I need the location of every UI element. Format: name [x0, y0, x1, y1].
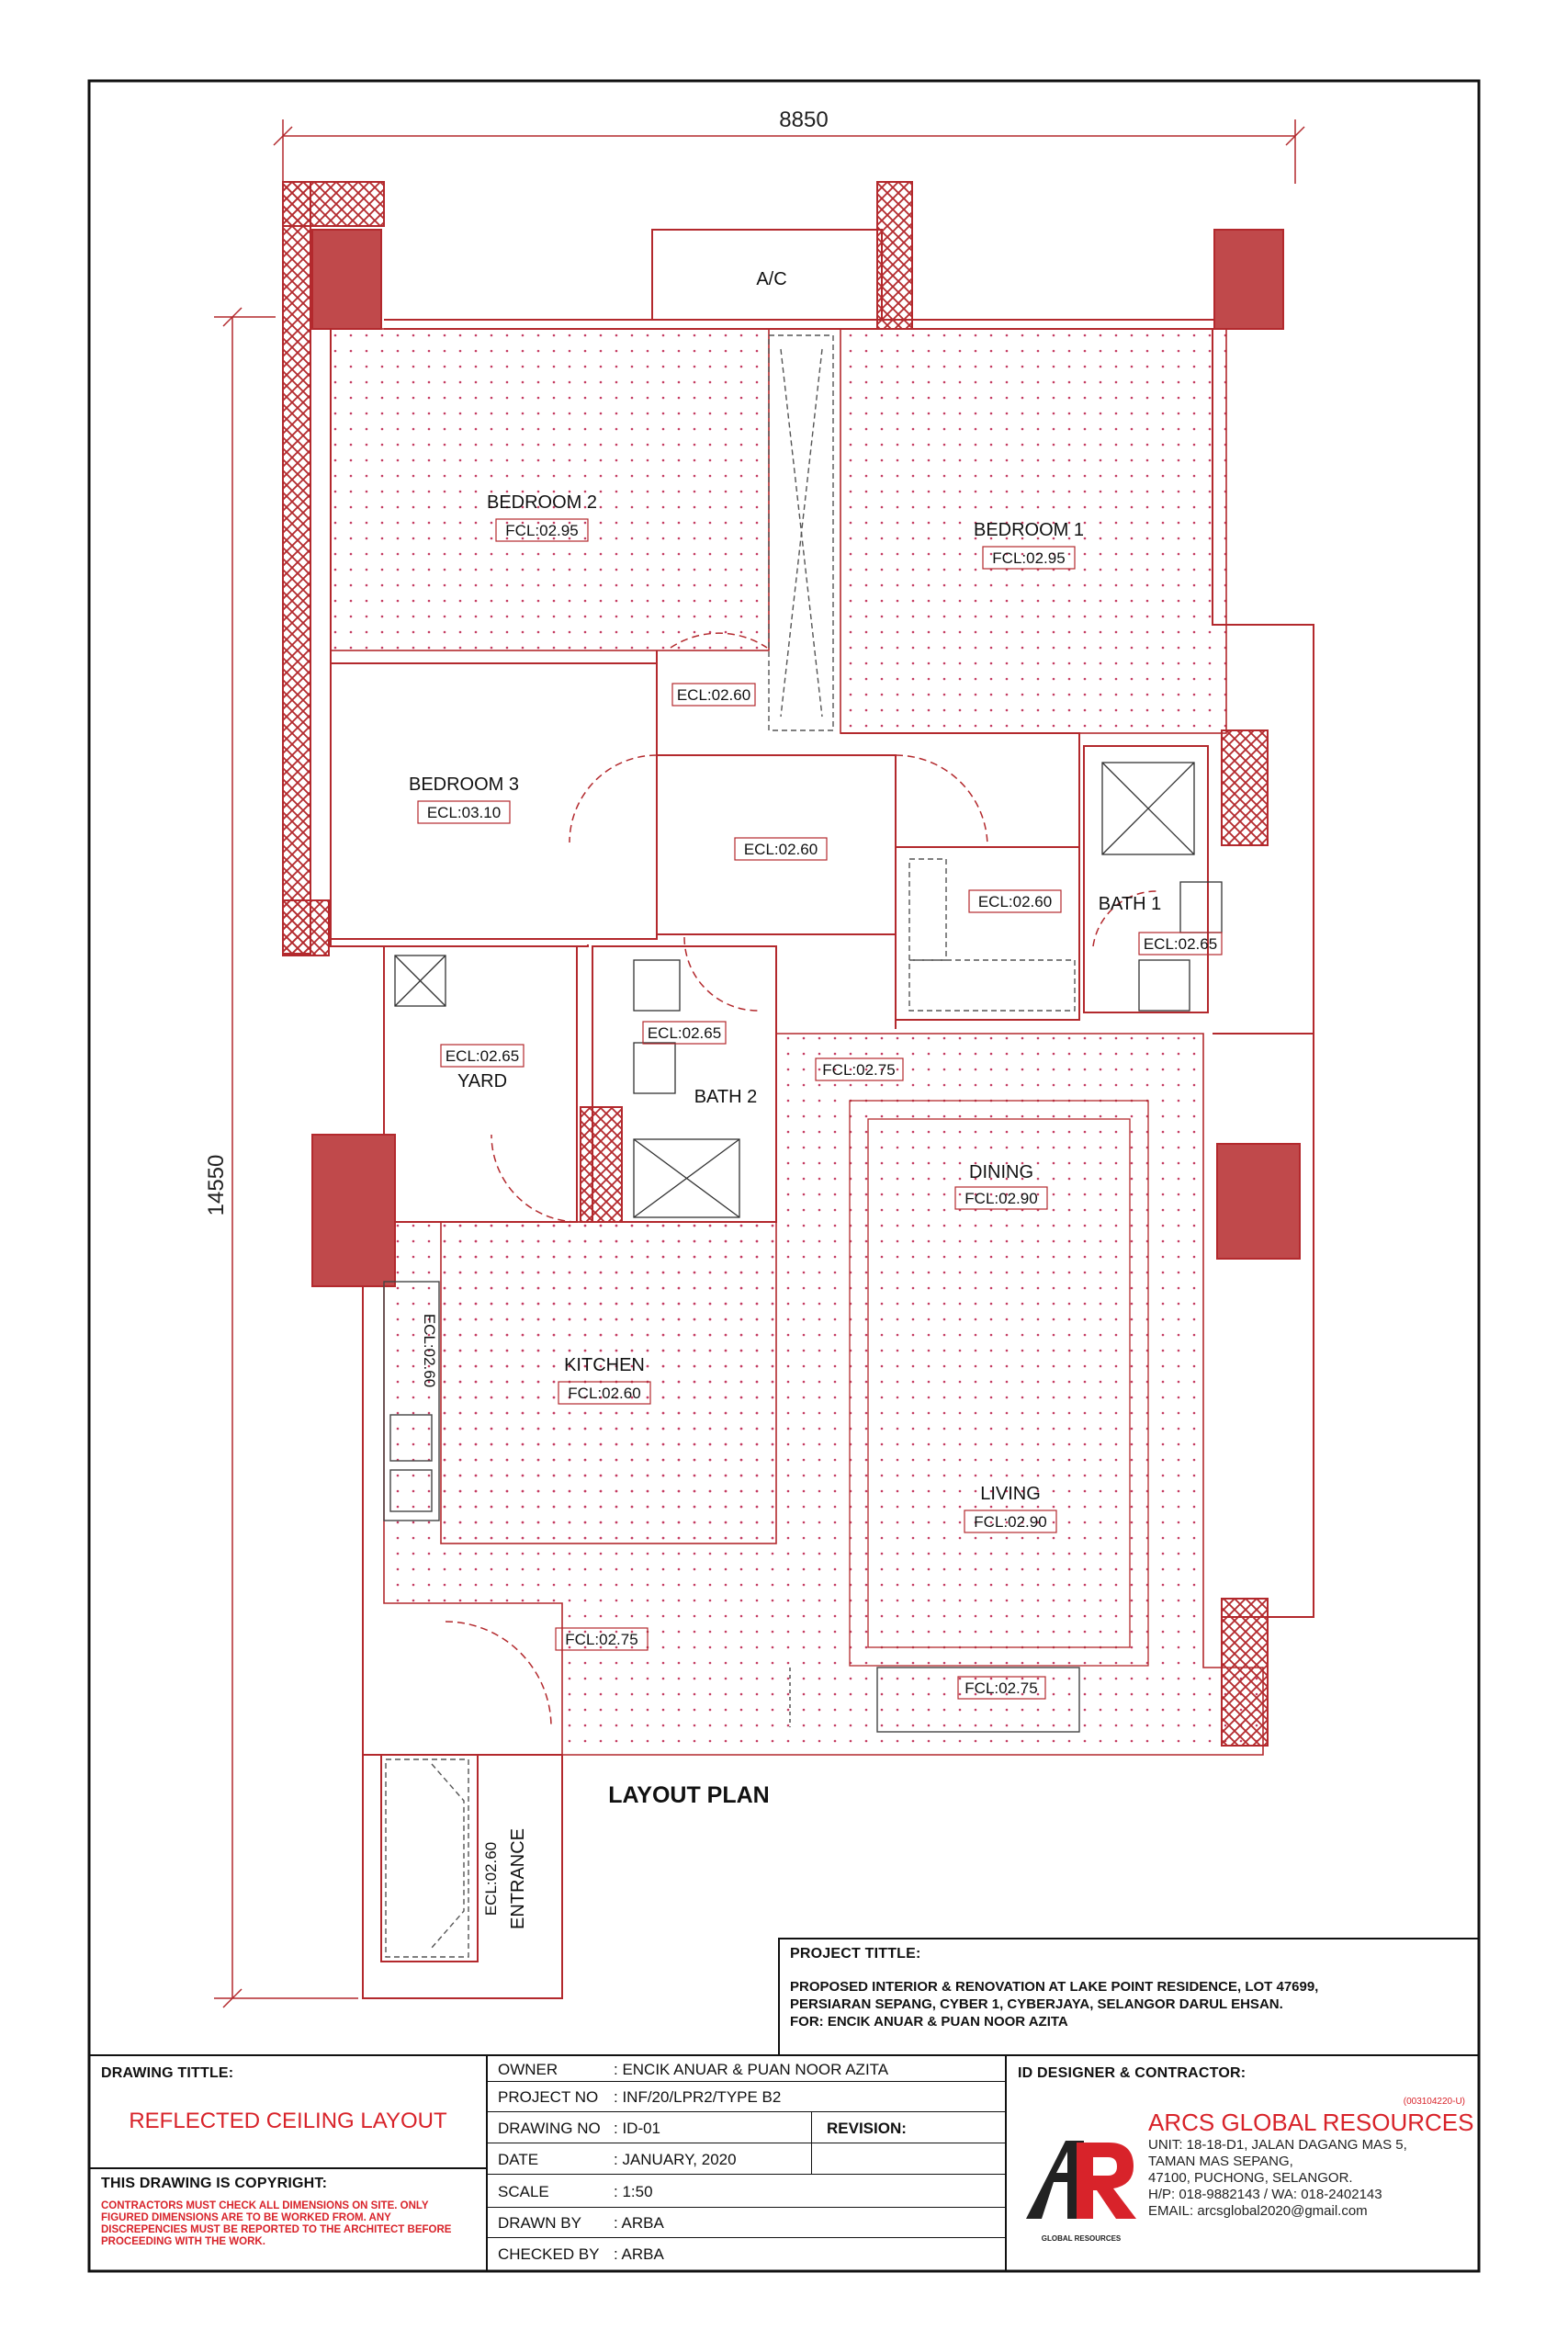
ac-label: A/C [756, 269, 786, 289]
dimension-height-label: 14550 [204, 1155, 229, 1216]
tv-wall-ceiling: FCL:02.75 [964, 1679, 1037, 1697]
address-line-1: UNIT: 18-18-D1, JALAN DAGANG MAS 5, [1148, 2137, 1407, 2153]
living-ceiling: FCL:02.90 [974, 1513, 1046, 1531]
layout-plan-title: LAYOUT PLAN [608, 1782, 769, 1808]
entrance-cabinet [385, 1758, 469, 1958]
owner-value: : ENCIK ANUAR & PUAN NOOR AZITA [614, 2061, 889, 2078]
drawn-by-label: DRAWN BY [498, 2214, 581, 2232]
drawing-no-value: : ID-01 [614, 2120, 661, 2137]
date-label: DATE [498, 2151, 539, 2168]
bedroom2-ceiling: FCL:02.95 [505, 522, 578, 539]
address-line-2: TAMAN MAS SEPANG, [1148, 2154, 1293, 2169]
drawing-title: REFLECTED CEILING LAYOUT [129, 2109, 447, 2133]
bath-fixtures [394, 762, 1223, 1218]
address-line-5: EMAIL: arcsglobal2020@gmail.com [1148, 2203, 1368, 2219]
dimension-height [214, 307, 358, 2008]
checked-by-label: CHECKED BY [498, 2245, 600, 2263]
entrance-ceiling: ECL:02.60 [482, 1842, 500, 1916]
drawn-by-value: : ARBA [614, 2214, 664, 2232]
project-line-3: FOR: ENCIK ANUAR & PUAN NOOR AZITA [790, 2014, 1068, 2030]
logo-caption: GLOBAL RESOURCES [1041, 2234, 1122, 2243]
project-no-label: PROJECT NO [498, 2088, 599, 2106]
revision-label: REVISION: [827, 2120, 907, 2137]
kitchen-ceiling: FCL:02.60 [568, 1385, 640, 1402]
dining-ceiling: FCL:02.90 [964, 1190, 1037, 1207]
company-logo: AR [1026, 2141, 1136, 2219]
scale-label: SCALE [498, 2183, 549, 2200]
label-boxes [417, 518, 1223, 1700]
project-line-2: PERSIARAN SEPANG, CYBER 1, CYBERJAYA, SE… [790, 1996, 1283, 2012]
foyer-ceiling: FCL:02.75 [565, 1631, 637, 1648]
address-line-3: 47100, PUCHONG, SELANGOR. [1148, 2170, 1353, 2186]
living-top-ceiling: FCL:02.75 [822, 1061, 895, 1079]
date-value: : JANUARY, 2020 [614, 2151, 737, 2168]
yard-ceiling: ECL:02.65 [446, 1047, 519, 1065]
yard-name: YARD [457, 1071, 507, 1091]
ceiling-zones [330, 328, 1264, 1756]
company-address: UNIT: 18-18-D1, JALAN DAGANG MAS 5, TAMA… [1148, 2137, 1407, 2220]
sheet-border [87, 79, 1481, 2273]
dimension-width-label: 8850 [779, 107, 828, 132]
kitchen-cabinet-ceiling: ECL:02.60 [421, 1314, 438, 1387]
room-labels: BEDROOM 2 FCL:02.95 BEDROOM 1 FCL:02.95 … [409, 492, 1217, 1929]
project-title-label: PROJECT TITTLE: [790, 1946, 921, 1962]
project-title-block: PROJECT TITTLE: PROPOSED INTERIOR & RENO… [790, 1946, 1470, 2030]
door-swings [445, 632, 1158, 1728]
project-no-value: : INF/20/LPR2/TYPE B2 [614, 2088, 782, 2106]
drawing-no-label: DRAWING NO [498, 2120, 601, 2137]
window-strip [384, 229, 1214, 330]
bedroom1-name: BEDROOM 1 [974, 520, 1084, 540]
checked-by-value: : ARBA [614, 2245, 664, 2263]
scale-value: : 1:50 [614, 2183, 653, 2200]
dining-name: DINING [969, 1162, 1033, 1182]
address-line-4: H/P: 018-9882143 / WA: 018-2402143 [1148, 2187, 1382, 2202]
bedroom3-name: BEDROOM 3 [409, 775, 519, 795]
dining-living-ceiling-recess [849, 1100, 1149, 1667]
bath1-ceiling: ECL:02.65 [1144, 935, 1217, 953]
dimension-width [273, 119, 1305, 184]
company-name: ARCS GLOBAL RESOURCES [1148, 2109, 1474, 2136]
entrance-name: ENTRANCE [508, 1828, 528, 1929]
drawing-title-label: DRAWING TITTLE: [101, 2065, 234, 2081]
wardrobe-ceiling: ECL:02.60 [978, 893, 1052, 910]
kitchen-counter [383, 1281, 440, 1521]
bedroom2-name: BEDROOM 2 [487, 492, 597, 513]
kitchen-name: KITCHEN [564, 1355, 645, 1375]
wall-columns [282, 181, 1301, 1747]
bedroom3-ceiling: ECL:03.10 [427, 804, 501, 821]
title-block-grid [89, 1938, 1480, 2271]
corridor-top-ceiling: ECL:02.60 [677, 686, 750, 704]
living-name: LIVING [980, 1484, 1041, 1504]
bath2-ceiling: ECL:02.65 [648, 1024, 721, 1042]
copyright-note: CONTRACTORS MUST CHECK ALL DIMENSIONS ON… [101, 2200, 452, 2247]
bath2-name: BATH 2 [694, 1087, 758, 1107]
bedroom1-ceiling: FCL:02.95 [992, 549, 1065, 567]
walls [330, 329, 1314, 1999]
title-fields: OWNER : ENCIK ANUAR & PUAN NOOR AZITA PR… [487, 2055, 1006, 2271]
owner-label: OWNER [498, 2061, 558, 2078]
bath1-name: BATH 1 [1099, 894, 1162, 914]
wardrobe-bedroom2 [768, 334, 834, 731]
copyright-label: THIS DRAWING IS COPYRIGHT: [101, 2176, 328, 2191]
corridor-ceiling: ECL:02.60 [744, 841, 818, 858]
project-line-1: PROPOSED INTERIOR & RENOVATION AT LAKE P… [790, 1979, 1319, 1995]
tv-console [789, 1667, 1080, 1733]
company-reg: (003104220-U) [1403, 2097, 1465, 2107]
designer-label: ID DESIGNER & CONTRACTOR: [1018, 2065, 1247, 2081]
wardrobe-corridor [908, 858, 1076, 1012]
